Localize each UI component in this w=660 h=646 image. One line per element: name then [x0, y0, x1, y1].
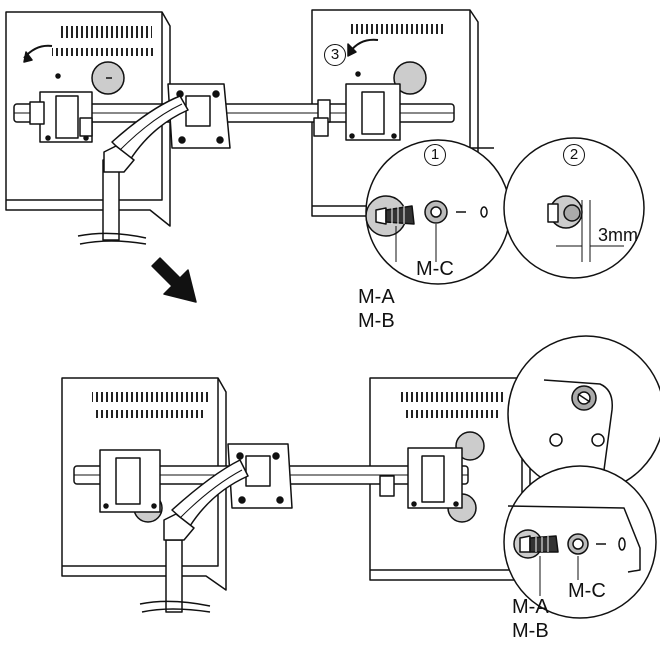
label-mc-bottom: M-C	[568, 580, 606, 602]
detail-circle-2	[503, 137, 645, 279]
detail-circle-3	[507, 335, 660, 493]
vesa-plate-center-top	[167, 83, 231, 149]
down-arrow-icon	[151, 257, 197, 303]
vesa-plate-left-top	[29, 91, 93, 143]
step-marker-3: 3	[324, 44, 346, 66]
label-mb-bottom: M-B	[512, 620, 549, 642]
pole-top	[77, 159, 147, 245]
label-mb-top: M-B	[358, 310, 395, 332]
vesa-plate-right-bottom	[379, 447, 463, 509]
detail-circle-4	[503, 465, 657, 619]
step-marker-2: 2	[563, 144, 585, 166]
label-gap: 3mm	[598, 225, 638, 245]
pole-bottom	[139, 539, 211, 613]
label-ma-bottom: M-A	[512, 596, 549, 618]
vesa-plate-right-top	[313, 83, 401, 141]
arm-bottom	[163, 459, 249, 541]
step-marker-1: 1	[424, 144, 446, 166]
label-ma-top: M-A	[358, 286, 395, 308]
detail-circle-1	[365, 139, 511, 285]
vesa-plate-left-bottom	[99, 449, 161, 513]
arm-top	[103, 95, 189, 173]
label-mc-top: M-C	[416, 258, 454, 280]
